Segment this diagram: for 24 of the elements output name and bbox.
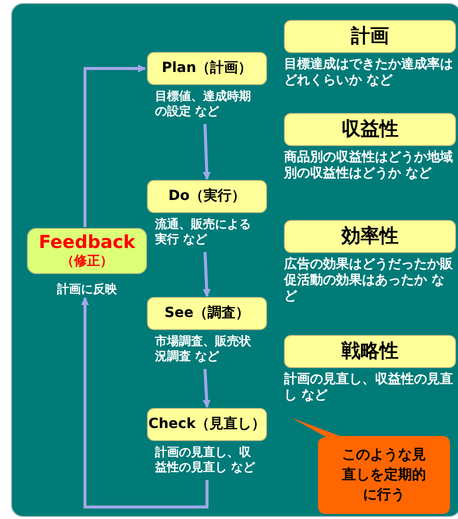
arrow	[202, 124, 211, 180]
note-text: 目標値、達成時期の設定 など	[154, 89, 252, 119]
process-box: Check（見直し）	[147, 408, 267, 441]
process-box: Do（実行）	[147, 180, 267, 213]
process-box: See（調査）	[147, 297, 267, 330]
callout-text: このような見直しを定期的に行う	[341, 446, 427, 505]
note-text: 商品別の収益性はどうか地域別の収益性はどうか など	[284, 150, 454, 182]
category-box: 戦略性	[284, 335, 456, 368]
note-text: 広告の効果はどうだったか販促活動の効果はあったか など	[284, 257, 454, 305]
category-box: 計画	[284, 20, 456, 53]
feedback-box: Feedback （修正）	[27, 228, 147, 274]
note-text: 計画の見直し、収益性の見直し など	[284, 372, 454, 404]
note-text: 目標達成はできたか達成率はどれくらいか など	[284, 57, 454, 89]
note-text: 計画に反映	[56, 282, 118, 297]
arrow	[84, 64, 146, 227]
category-box: 効率性	[284, 220, 456, 253]
arrow	[81, 297, 208, 508]
note-text: 流通、販売による実行 など	[154, 217, 252, 247]
process-box: Plan（計画）	[147, 52, 267, 85]
arrow	[202, 252, 211, 297]
note-text: 市場調査、販売状況調査 など	[154, 334, 252, 364]
note-text: 計画の見直し、収益性の見直し など	[154, 445, 256, 475]
category-box: 収益性	[284, 113, 456, 146]
arrow	[202, 368, 211, 408]
